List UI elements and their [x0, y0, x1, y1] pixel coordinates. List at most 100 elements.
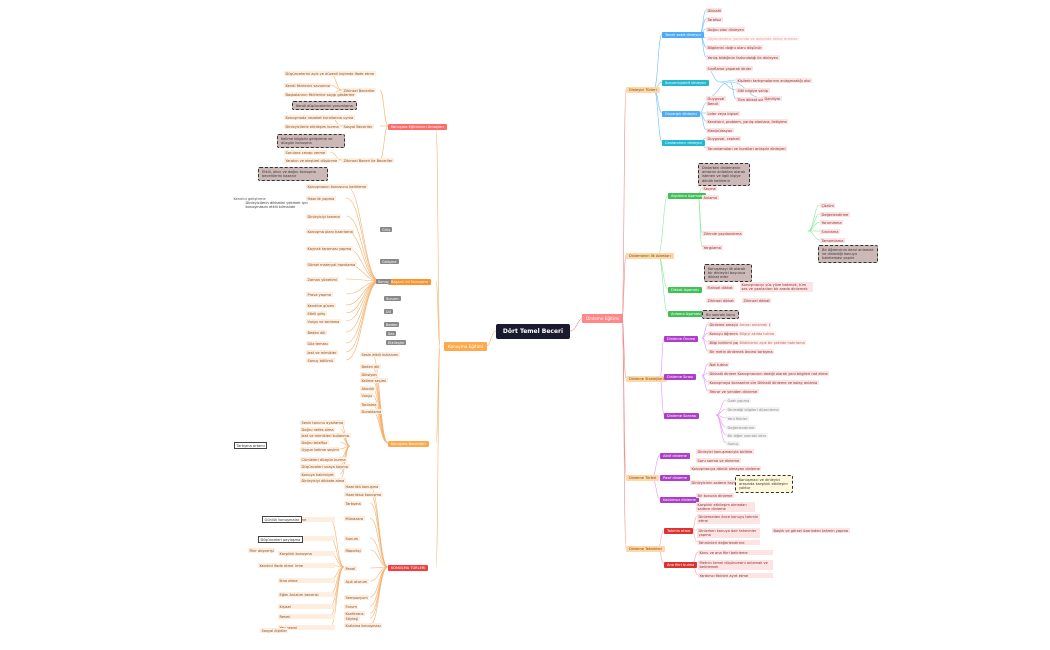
basarili-item[interactable]: Etkili giriş [306, 311, 327, 317]
turler-item[interactable]: Münazara [344, 516, 365, 522]
dinleyici-type[interactable]: Önyargılı dinleyici [662, 111, 701, 118]
turler-left[interactable]: Kişisel [278, 604, 335, 610]
dinleyici-type[interactable]: Sunumlu/aktif dinleyici [662, 80, 710, 87]
turler-item[interactable]: Panel [344, 566, 357, 572]
turler-bracket[interactable]: Düşünceleri paylaşma [258, 536, 303, 544]
teknik-group[interactable]: Tahmin etme [664, 528, 694, 535]
tavirli-item[interactable]: Tarafsız [706, 17, 723, 23]
konusma-group[interactable]: Konuşma Eğitiminin Amaçları [388, 124, 447, 131]
amaclar-left[interactable]: Başkalarının fikirlerine saygı gösterme [284, 92, 356, 98]
turler-left[interactable]: Anlatım becerisi [288, 592, 321, 598]
turler-left[interactable]: Yarı resmi [278, 625, 335, 631]
far-left-note[interactable]: Kendini geliştirme [233, 196, 266, 201]
beceri-item[interactable]: Diksiyon [360, 372, 379, 378]
ilk-adim-group[interactable]: Algılama Aşaması [668, 193, 706, 200]
basarili-item[interactable]: Konuşma planı hazırlama [306, 229, 355, 235]
strateji-group[interactable]: Dinleme Sırası [664, 374, 696, 381]
turler-item[interactable]: Sempozyum [344, 595, 370, 601]
sirasi-item[interactable]: Dikkatli dinleme [708, 371, 741, 377]
turler-left[interactable]: Fikir alışverişi [248, 548, 276, 554]
oncesi-item[interactable]: Bilgi birikimi yapma [708, 340, 747, 346]
beceri-item[interactable]: Duraklama [360, 409, 383, 415]
amaclar-left[interactable]: Sorulara cevap verme [284, 150, 327, 156]
basarili-tag[interactable]: Dil [384, 309, 393, 315]
algilama-item[interactable]: Zihinde yapılandırma [702, 231, 744, 237]
turler-item[interactable]: Hazırlıklı konuşma [344, 484, 380, 490]
onyargili-item[interactable]: Bencil [706, 101, 720, 107]
basarili-item[interactable]: Zaman yönetimi [306, 277, 339, 283]
sonrasi-item[interactable]: Özet yapma [726, 398, 751, 404]
basarili-tag[interactable]: Ses [386, 331, 397, 337]
basarili-item[interactable]: Görsel materyal hazırlama [306, 262, 357, 268]
turler-item[interactable]: Röportaj [344, 548, 363, 554]
sirasi-right[interactable]: Konuşmacının dediği olarak yeni bilgiler… [736, 371, 830, 377]
algilama-right[interactable]: Sınırlama [820, 229, 840, 235]
dinleyici-type[interactable]: Tavırlı sabit dinleyici [662, 32, 705, 39]
turler-bracket[interactable]: Günlük konuşmalar [262, 516, 302, 524]
dinleyici-type[interactable]: Canlandırıcı dinleyici [662, 140, 706, 147]
sunumlu-item[interactable]: Kişilerin tartışmalarının anlaşmazlığı o… [736, 78, 813, 84]
algilama-right[interactable]: Çözüm [820, 203, 836, 209]
turler-item[interactable]: Sunum [344, 536, 360, 542]
turler-item[interactable]: Açık oturum [344, 579, 369, 585]
anafikir-item[interactable]: Metnin temel düşüncesini anlamak ve beli… [698, 560, 773, 570]
oncesi-item[interactable]: Bir metin dinlemek öncesi tartışma [708, 349, 775, 355]
algilama-item[interactable]: Seçme [702, 186, 718, 192]
sonrasi-item[interactable]: Dinlediği bilgileri düzenleme [726, 407, 781, 413]
basarili-item[interactable]: Konuşmanın konusunu belirleme [306, 184, 368, 190]
root-node[interactable]: Dört Temel Beceri [496, 324, 570, 339]
basarili-item[interactable]: Göz teması [306, 341, 330, 347]
dinleme-group[interactable]: Dinleme Stratejileri [626, 376, 667, 383]
beceri-left[interactable]: Doğru nefes alma [300, 427, 336, 433]
sirasi-item[interactable]: Tekrar ve yeniden dinleme [708, 389, 759, 395]
sunumlu-item[interactable]: Tüm dikkat olarak [736, 97, 771, 103]
algilama-right[interactable]: Yorumlama [820, 220, 844, 226]
oncesi-right[interactable]: Amacı anlamak [738, 322, 769, 328]
basarili-tag[interactable]: Etkileşim [386, 340, 407, 346]
sunumlu-item[interactable]: Sınıflama yaparak dinler [706, 66, 753, 72]
amaclar-item[interactable]: Zihinsel Beceriler [342, 88, 377, 94]
beceri-item[interactable]: Kelime seçimi [360, 378, 388, 384]
basarili-tag[interactable]: Giriş [380, 227, 393, 233]
sirasi-item[interactable]: Konuşmaya konsantre olma [708, 380, 761, 386]
aktif-item[interactable]: Soru sorma ve dinleme [696, 458, 741, 464]
dikkat-item[interactable]: Fiziksel dikkat [706, 285, 734, 291]
strateji-group[interactable]: Dinleme Sonrası [664, 413, 700, 420]
dikkat-right[interactable]: Zihinsel dikkat [742, 298, 772, 304]
beceri-item[interactable]: Akıcılık [360, 386, 376, 392]
oncesi-right[interactable]: Bildiklerini açık bir şekilde hatırlama [738, 340, 807, 346]
amaclar-left[interactable]: Kendi fikirlerini savunma [284, 83, 332, 89]
tahmin-item[interactable]: Dinlerken konuya dair tahminler yapma [697, 528, 760, 538]
branch-konusma[interactable]: Konuşma Eğitimi [444, 342, 488, 351]
konusma-group[interactable]: Konuşma Becerileri [388, 441, 429, 448]
beceri-left[interactable]: Doğru telaffuz [300, 440, 329, 446]
algilama-note-right[interactable]: Bir öğrencinin dersi anlamak ve dinlediğ… [818, 245, 878, 264]
note-left[interactable]: Dinleyicilerin dikkatini çekmek için kon… [245, 200, 308, 209]
anlama-note[interactable]: Bir sonraki konu [702, 310, 740, 320]
sonrasi-item[interactable]: Değerlendirme [726, 425, 756, 431]
basarili-item[interactable]: Kaynak taraması yapma [306, 246, 353, 252]
basarili-tag[interactable]: Sonuç [376, 279, 392, 285]
oncesi-item[interactable]: Konuyu öğrenme [708, 331, 742, 337]
dikkat-item[interactable]: Zihinsel dikkat [706, 298, 736, 304]
beceri-item[interactable]: Vurgu [360, 393, 374, 399]
branch-dinleme[interactable]: Dinleme Eğitimi [582, 314, 624, 323]
beceri-left[interactable]: Cümleleri düzgün kurma [300, 457, 348, 463]
canlandirici-item[interactable]: Tanımlamaları ve kuralları anlaşılır din… [706, 146, 788, 152]
beceri-item[interactable]: Tonlama [360, 402, 378, 408]
sirasi-item[interactable]: Not tutma [708, 362, 730, 368]
beceri-left[interactable]: Uygun kelime seçimi [300, 447, 341, 453]
turler-item[interactable]: Tartışma [344, 501, 363, 507]
algilama-item[interactable]: Anlama [702, 195, 719, 201]
algilama-right[interactable]: Değerlendirme [820, 212, 850, 218]
sunumlu-item[interactable]: Dahiliyle [763, 96, 782, 102]
beceri-item[interactable]: Sesin etkili kullanımı [360, 352, 400, 358]
onyargili-item[interactable]: Manipülasyon [706, 128, 734, 134]
amaclar-note[interactable]: Kendi düşüncelerini yorumlama [292, 101, 357, 111]
turleri-group[interactable]: Aktif dinleme [660, 453, 690, 460]
katilimsiz-item[interactable]: Karşılıklı etkileşim olmadan sadece dinl… [696, 502, 755, 512]
turler-left[interactable]: Kendini ifade etme [258, 563, 295, 569]
konusma-group[interactable]: Başarılı bir Konuşma [388, 279, 431, 286]
turler-left[interactable]: İkna etme [278, 578, 335, 584]
oncesi-right[interactable]: Bilgiyi akılda tutma [738, 331, 776, 337]
